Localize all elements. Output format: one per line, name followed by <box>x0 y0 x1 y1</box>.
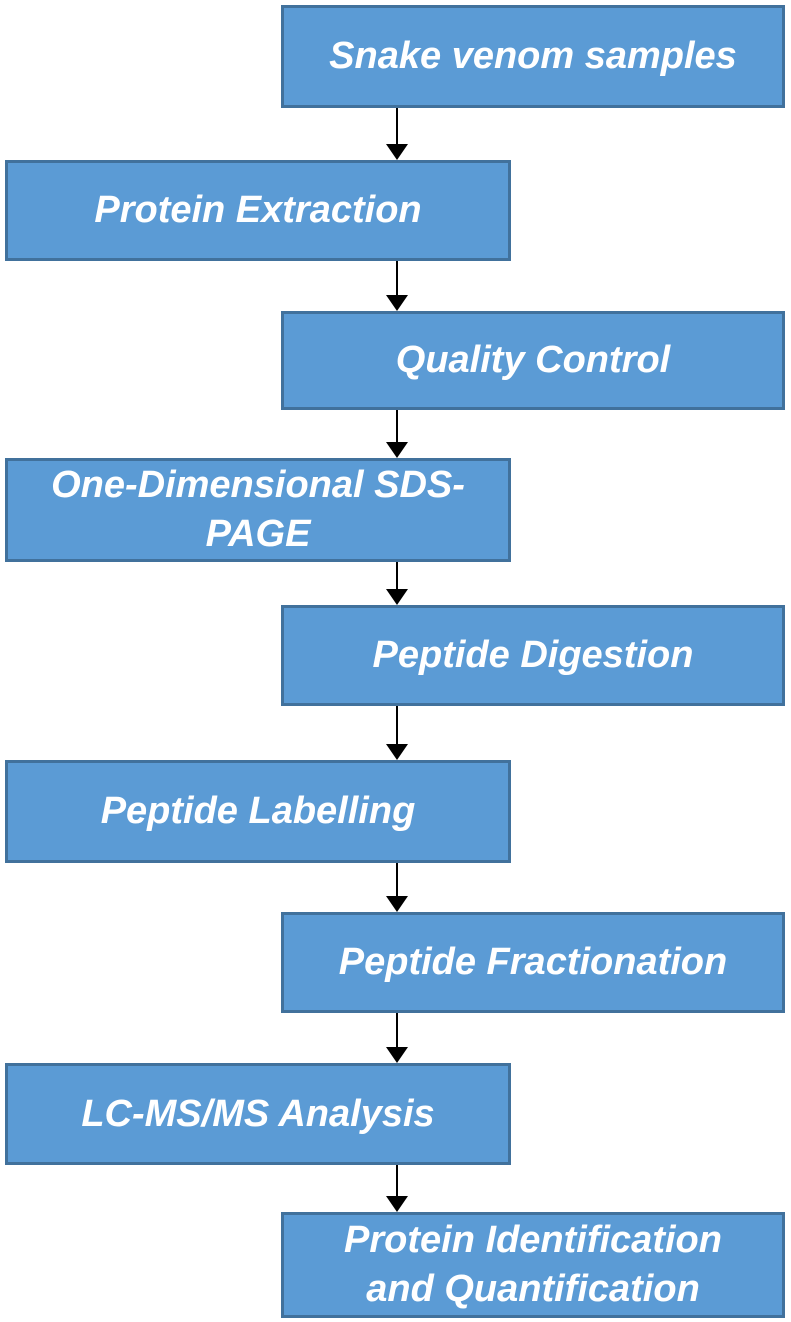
flow-step-label: Protein Extraction <box>94 189 422 232</box>
flow-step-peptide-labelling: Peptide Labelling <box>5 760 511 863</box>
down-arrow-head-icon <box>386 589 408 605</box>
flow-step-label: LC-MS/MS Analysis <box>81 1092 435 1135</box>
down-arrow-line <box>396 863 398 897</box>
down-arrow <box>386 410 408 458</box>
down-arrow <box>386 108 408 160</box>
flow-step-snake-venom-samples: Snake venom samples <box>281 5 785 108</box>
down-arrow-head-icon <box>386 1196 408 1212</box>
flow-step-label: Peptide Digestion <box>372 634 694 677</box>
down-arrow-line <box>396 562 398 590</box>
down-arrow-head-icon <box>386 442 408 458</box>
down-arrow-head-icon <box>386 1047 408 1063</box>
down-arrow <box>386 1013 408 1063</box>
flow-step-label: Quality Control <box>395 339 671 382</box>
flow-step-label: Peptide Fractionation <box>338 941 728 984</box>
flow-step-quality-control: Quality Control <box>281 311 785 410</box>
flow-step-peptide-digestion: Peptide Digestion <box>281 605 785 706</box>
down-arrow-line <box>396 108 398 145</box>
flow-step-label: Protein Identification and Quantificatio… <box>344 1219 722 1310</box>
down-arrow-head-icon <box>386 896 408 912</box>
down-arrow-head-icon <box>386 295 408 311</box>
down-arrow <box>386 1165 408 1212</box>
flow-step-label: Snake venom samples <box>329 35 737 78</box>
flow-step-protein-identification: Protein Identification and Quantificatio… <box>281 1212 785 1318</box>
down-arrow-line <box>396 261 398 296</box>
flow-step-label: One-Dimensional SDS- PAGE <box>51 464 465 555</box>
flow-step-lc-ms-ms-analysis: LC-MS/MS Analysis <box>5 1063 511 1165</box>
flow-step-sds-page: One-Dimensional SDS- PAGE <box>5 458 511 562</box>
down-arrow <box>386 706 408 760</box>
flow-step-protein-extraction: Protein Extraction <box>5 160 511 261</box>
down-arrow <box>386 261 408 311</box>
down-arrow-line <box>396 1013 398 1048</box>
down-arrow-line <box>396 1165 398 1197</box>
down-arrow <box>386 863 408 912</box>
flow-step-label: Peptide Labelling <box>100 790 416 833</box>
down-arrow-head-icon <box>386 144 408 160</box>
down-arrow-head-icon <box>386 744 408 760</box>
down-arrow <box>386 562 408 605</box>
down-arrow-line <box>396 410 398 443</box>
down-arrow-line <box>396 706 398 745</box>
flow-step-peptide-fractionation: Peptide Fractionation <box>281 912 785 1013</box>
